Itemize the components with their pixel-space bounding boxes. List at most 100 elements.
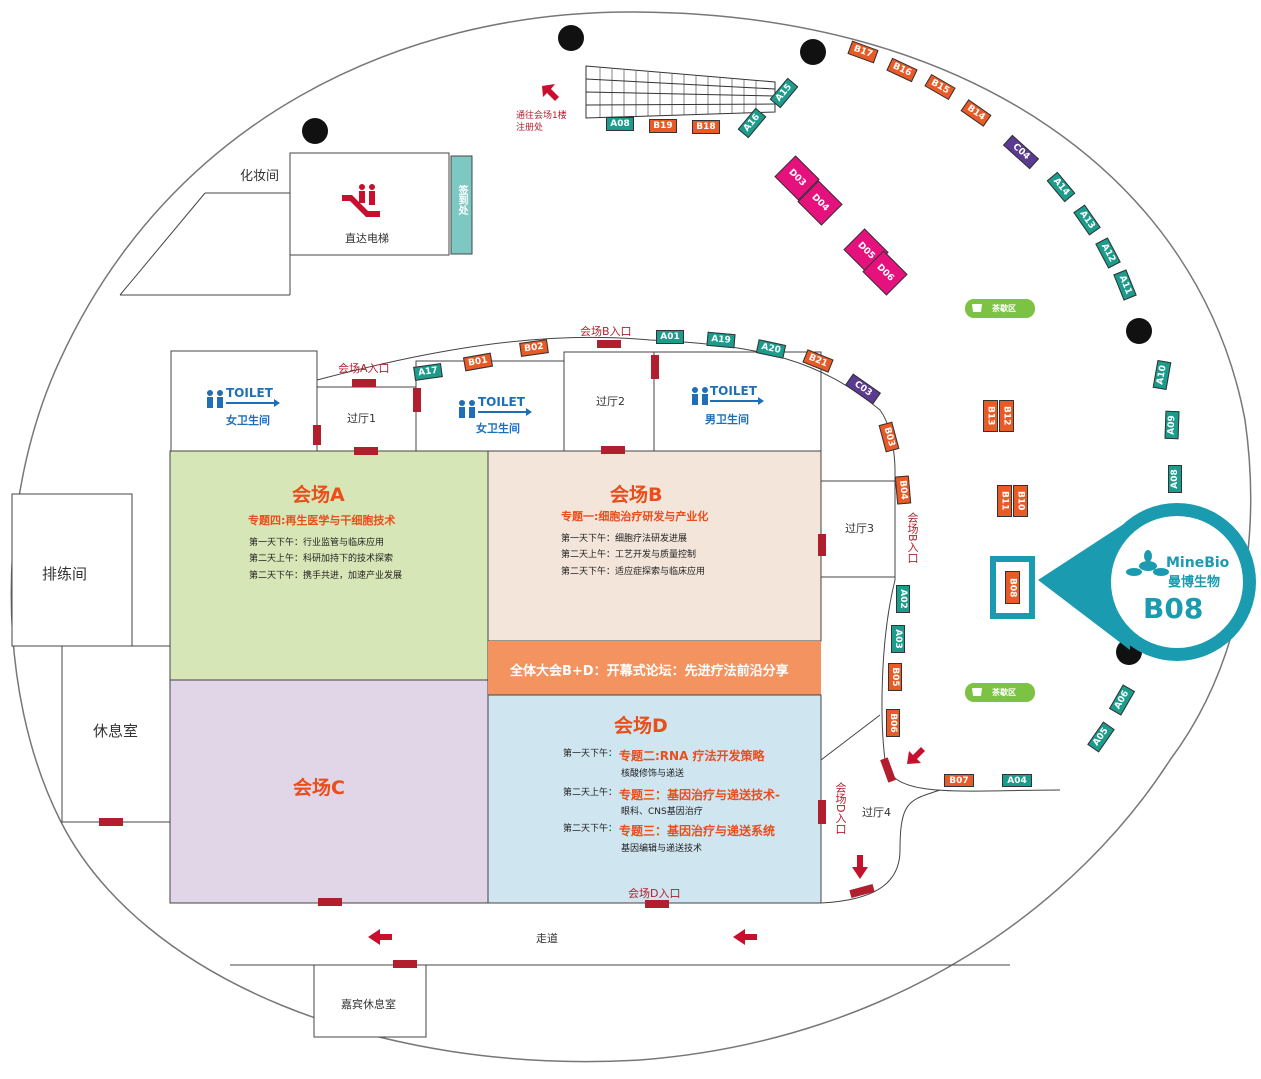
booth[interactable]: B11	[997, 485, 1012, 517]
arrow-down-icon	[852, 855, 868, 879]
venue-b-title: 会场B	[610, 484, 663, 506]
booth[interactable]: B06	[886, 709, 900, 737]
arrow-left-icon	[368, 929, 392, 945]
lounge-room-label: 休息室	[93, 722, 139, 740]
booth[interactable]: A08	[1168, 465, 1182, 493]
entrance-d-label: 会场D入口	[628, 887, 681, 900]
arrow-up-left-icon	[542, 84, 559, 101]
venue-d-session-topic: 专题二:RNA 疗法开发策略	[619, 749, 765, 763]
booth[interactable]: A03	[891, 625, 905, 653]
entrance-b-side-label: 会场B入口	[906, 512, 919, 564]
plenary-banner	[488, 641, 821, 695]
booth[interactable]: A02	[896, 585, 910, 613]
venue-b-area	[487, 450, 822, 642]
venue-d-title: 会场D	[614, 715, 668, 737]
booth[interactable]: B18	[692, 120, 720, 134]
service-desk	[450, 155, 473, 255]
venue-a-session: 第一天下午：行业监管与临床应用	[249, 538, 385, 548]
pillar	[302, 118, 328, 144]
toilet-word: TOILET	[710, 384, 757, 398]
door-markers	[99, 340, 896, 968]
venue-a-session: 第二天下午：携手共进，加速产业发展	[249, 571, 403, 581]
arrow-down-left-icon	[907, 747, 925, 764]
venue-d-session-sub: 眼科、CNS基因治疗	[621, 807, 703, 817]
hall-2-label: 过厅2	[596, 395, 625, 408]
booth-callout-code: B08	[1143, 592, 1204, 625]
venue-a-area	[169, 450, 489, 681]
venue-c-area	[169, 679, 489, 904]
entrance-a-label: 会场A入口	[338, 362, 390, 375]
arrows	[368, 84, 925, 945]
booth[interactable]: B07	[944, 774, 974, 787]
tea-area-top	[965, 299, 1035, 318]
arrow-left-icon	[733, 929, 757, 945]
hall-1-label: 过厅1	[347, 412, 376, 425]
venue-d-area	[487, 694, 822, 904]
venue-b-session: 第二天上午：工艺开发与质量控制	[561, 550, 697, 560]
hall-3-label: 过厅3	[845, 522, 874, 535]
tea-area-label: 茶歇区	[992, 304, 1016, 313]
toilet-word: TOILET	[226, 386, 273, 400]
elevator-label: 直达电梯	[345, 232, 389, 245]
venue-d-session-topic: 专题三：基因治疗与递送系统	[619, 824, 776, 838]
minebio-logo-icon	[1126, 550, 1169, 576]
venue-a-title: 会场A	[292, 484, 345, 506]
toilet-label: 女卫生间	[476, 422, 520, 435]
makeup-room-label: 化妆间	[240, 169, 280, 184]
brand-name-cn: 曼博生物	[1168, 575, 1221, 590]
venue-d-session-sub: 核酸修饰与递送	[621, 769, 685, 779]
pillar	[1126, 318, 1152, 344]
tea-area-label: 茶歇区	[992, 688, 1016, 697]
hall-4-label: 过厅4	[862, 806, 891, 819]
venue-d-session-prefix: 第二天上午：	[563, 788, 618, 798]
booth-b08[interactable]: B08	[1005, 571, 1020, 604]
hall-2	[563, 351, 655, 452]
vip-lounge-room	[313, 964, 427, 1038]
booth[interactable]: B10	[1013, 485, 1028, 517]
elevator-icon	[342, 184, 380, 217]
registration-note: 注册处	[516, 123, 544, 133]
booth[interactable]: A08	[606, 117, 634, 131]
cup-icon	[972, 304, 982, 312]
toilet-female-left	[170, 350, 318, 452]
rehearsal-room-label: 排练间	[42, 565, 88, 583]
booth[interactable]: A04	[1002, 774, 1032, 787]
booth[interactable]: B05	[888, 663, 902, 691]
toilet-label: 男卫生间	[705, 413, 749, 426]
pillar	[800, 39, 826, 65]
booth[interactable]: B13	[983, 400, 998, 432]
service-desk-label: 签到处	[456, 185, 467, 215]
hall-3	[820, 480, 896, 578]
booth[interactable]: B04	[894, 475, 912, 505]
booth[interactable]: B19	[649, 119, 677, 133]
venue-b-topic: 专题一:细胞治疗研发与产业化	[561, 510, 709, 523]
rehearsal-room	[11, 493, 133, 647]
lounge-room	[61, 645, 171, 823]
venue-a-topic: 专题四:再生医学与干细胞技术	[248, 514, 396, 527]
pillar	[558, 25, 584, 51]
booth[interactable]: A19	[706, 331, 736, 349]
venue-c-title: 会场C	[293, 777, 345, 799]
venue-d-session-topic: 专题三：基因治疗与递送技术-	[619, 788, 780, 802]
booth[interactable]: A09	[1164, 410, 1180, 440]
escalator-graphic	[585, 65, 776, 119]
registration-note: 通往会场1楼	[516, 111, 567, 121]
entrance-b-label: 会场B入口	[580, 325, 632, 338]
booth[interactable]: B12	[999, 400, 1014, 432]
plenary-title: 全体大会B+D：开幕式论坛：先进疗法前沿分享	[510, 664, 789, 679]
tea-area-bottom	[965, 683, 1035, 702]
brand-name: MineBio	[1166, 555, 1230, 571]
corridor-label: 走道	[536, 932, 558, 945]
venue-a-session: 第二天上午：科研加持下的技术探索	[249, 554, 394, 564]
venue-d-session-sub: 基因编辑与递送技术	[621, 844, 703, 854]
toilet-label: 女卫生间	[226, 414, 270, 427]
entrance-d-side-label: 会场D入口	[834, 782, 847, 835]
venue-d-session-prefix: 第二天下午：	[563, 824, 618, 834]
venue-d-session-prefix: 第一天下午：	[563, 749, 618, 759]
venue-b-session: 第二天下午：适应症探索与临床应用	[561, 567, 706, 577]
booth[interactable]: A01	[656, 330, 684, 344]
venue-b-session: 第一天下午：细胞疗法研发进展	[561, 534, 688, 544]
toilet-word: TOILET	[478, 395, 525, 409]
cup-icon	[972, 688, 982, 696]
